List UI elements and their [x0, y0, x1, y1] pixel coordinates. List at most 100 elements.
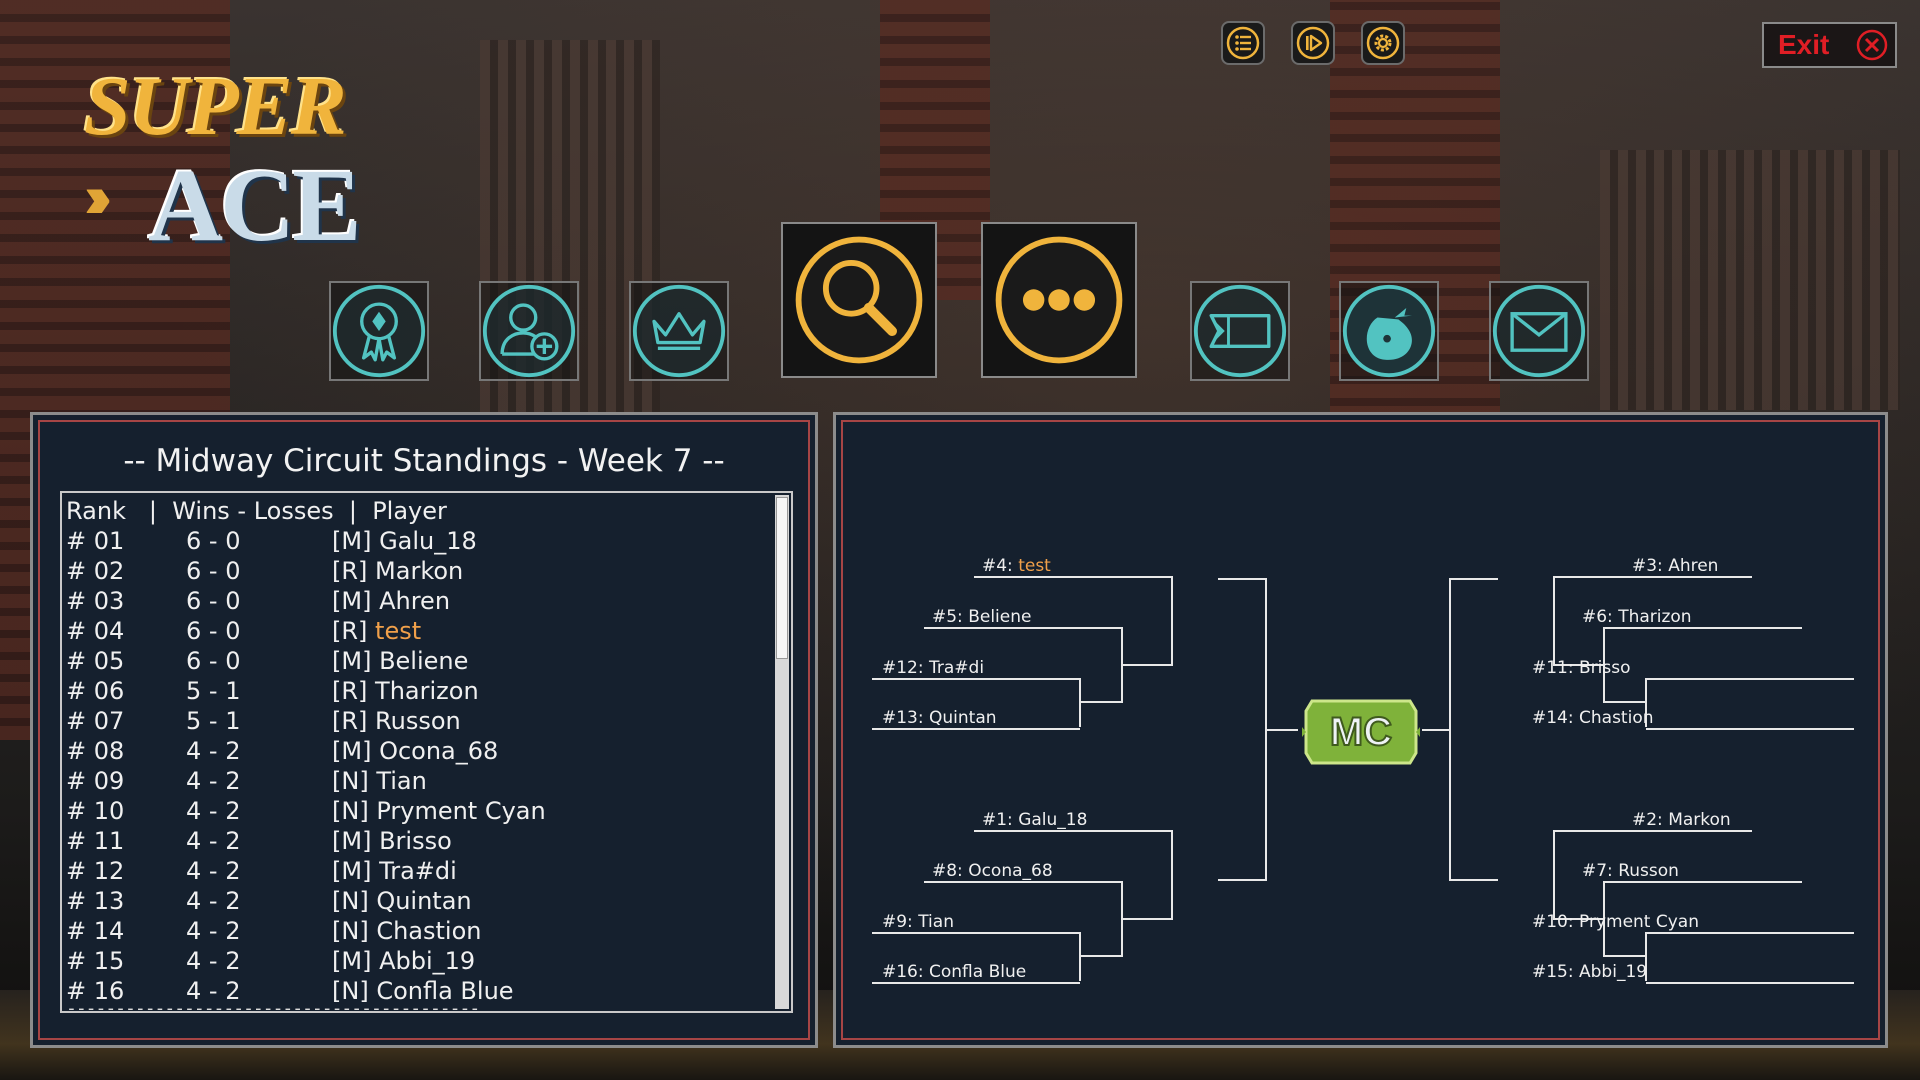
row-player-name: Confla Blue: [376, 977, 514, 1005]
mail-icon: [1492, 284, 1586, 378]
row-player-tag: [N]: [332, 797, 369, 825]
row-player: [R] test: [332, 617, 421, 645]
row-player: [R] Tharizon: [332, 677, 479, 705]
row-player-name: Tra#di: [379, 857, 457, 885]
more-icon: [995, 236, 1123, 364]
row-player-name: Tian: [376, 767, 427, 795]
standings-scroll-thumb[interactable]: [776, 497, 788, 659]
row-record: 4 - 2: [186, 917, 241, 945]
row-player: [R] Markon: [332, 557, 463, 585]
row-player-tag: [M]: [332, 587, 372, 615]
row-rank: # 14: [66, 917, 125, 945]
row-player: [N] Chastion: [332, 917, 481, 945]
row-record: 4 - 2: [186, 947, 241, 975]
tickets-button[interactable]: [1190, 281, 1290, 381]
row-player-tag: [N]: [332, 767, 369, 795]
bracket-seed-14: #14: Chastion: [1532, 708, 1654, 728]
bracket-seed-16: #16: Confla Blue: [882, 962, 1027, 982]
row-record: 5 - 1: [186, 677, 241, 705]
row-player-tag: [R]: [332, 707, 368, 735]
bracket-seed-13: #13: Quintan: [882, 708, 997, 728]
row-rank: # 06: [66, 677, 125, 705]
add-user-icon: [482, 284, 576, 378]
row-player-name: Ahren: [379, 587, 451, 615]
row-player-space: [367, 557, 375, 585]
row-player-tag: [M]: [332, 647, 372, 675]
award-ribbon-icon: [332, 284, 426, 378]
standings-title: -- Midway Circuit Standings - Week 7 --: [123, 443, 725, 479]
row-record: 6 - 0: [186, 557, 241, 585]
background-building: [1600, 150, 1900, 410]
row-player-space: [367, 617, 375, 645]
row-player-tag: [M]: [332, 827, 372, 855]
row-rank: # 04: [66, 617, 125, 645]
bracket-seed-3: #3: Ahren: [1632, 556, 1719, 576]
row-player-tag: [M]: [332, 737, 372, 765]
row-rank: # 16: [66, 977, 125, 1005]
search-button[interactable]: [781, 222, 937, 378]
row-player-tag: [R]: [332, 557, 368, 585]
row-player: [M] Beliene: [332, 647, 468, 675]
ticket-icon: [1193, 284, 1287, 378]
bracket-seed-5: #5: Beliene: [932, 607, 1032, 627]
row-player: [M] Ahren: [332, 587, 450, 615]
mail-button[interactable]: [1489, 281, 1589, 381]
row-record: 6 - 0: [186, 527, 241, 555]
row-player-name: Quintan: [376, 887, 472, 915]
row-player-tag: [N]: [332, 977, 369, 1005]
awards-button[interactable]: [329, 281, 429, 381]
list-button[interactable]: [1221, 21, 1265, 65]
bracket-seed-2: #2: Markon: [1632, 810, 1731, 830]
row-player-space: [371, 647, 379, 675]
game-logo: SUPER ››› ACE: [78, 58, 438, 263]
row-player: [M] Tra#di: [332, 857, 457, 885]
row-rank: # 13: [66, 887, 125, 915]
add-friend-button[interactable]: [479, 281, 579, 381]
row-player: [R] Russon: [332, 707, 461, 735]
exit-button[interactable]: Exit: [1762, 22, 1897, 68]
shop-button[interactable]: [1339, 281, 1439, 381]
row-player-name: Ocona_68: [379, 737, 499, 765]
gear-icon: [1366, 26, 1400, 60]
row-player-name: Chastion: [376, 917, 482, 945]
row-player: [M] Ocona_68: [332, 737, 498, 765]
skip-button[interactable]: [1291, 21, 1335, 65]
row-player-space: [371, 827, 379, 855]
row-player-tag: [N]: [332, 917, 369, 945]
row-rank: # 07: [66, 707, 125, 735]
row-player-name: Galu_18: [379, 527, 477, 555]
mc-logo-text: MC: [1330, 710, 1392, 754]
row-rank: # 10: [66, 797, 125, 825]
row-rank: # 08: [66, 737, 125, 765]
standings-scrollbar[interactable]: [775, 495, 789, 1009]
row-record: 6 - 0: [186, 647, 241, 675]
row-rank: # 02: [66, 557, 125, 585]
bracket-lines: [872, 576, 1854, 984]
row-player: [M] Brisso: [332, 827, 452, 855]
skip-forward-icon: [1296, 26, 1330, 60]
standings-footer-dashes: ----------------------------------------…: [66, 998, 480, 1013]
row-player-space: [371, 737, 379, 765]
row-player-space: [371, 587, 379, 615]
row-record: 4 - 2: [186, 977, 241, 1005]
row-record: 4 - 2: [186, 827, 241, 855]
bracket-panel: #4: test #5: Beliene #12: Tra#di #13: Qu…: [833, 412, 1888, 1048]
bracket-seed-1: #1: Galu_18: [982, 810, 1088, 830]
row-player-tag: [R]: [332, 677, 368, 705]
leaderboard-button[interactable]: [629, 281, 729, 381]
row-player: [M] Abbi_19: [332, 947, 475, 975]
row-player-space: [371, 857, 379, 885]
row-player-tag: [M]: [332, 527, 372, 555]
more-button[interactable]: [981, 222, 1137, 378]
settings-button[interactable]: [1361, 21, 1405, 65]
row-record: 4 - 2: [186, 857, 241, 885]
row-player: [N] Tian: [332, 767, 427, 795]
row-player-tag: [M]: [332, 947, 372, 975]
row-player-name: Abbi_19: [379, 947, 476, 975]
crown-icon: [632, 284, 726, 378]
row-player: [N] Pryment Cyan: [332, 797, 546, 825]
logo-ace-text: ACE: [148, 148, 362, 263]
standings-panel: -- Midway Circuit Standings - Week 7 -- …: [30, 412, 818, 1048]
logo-super-text: SUPER: [84, 60, 347, 153]
